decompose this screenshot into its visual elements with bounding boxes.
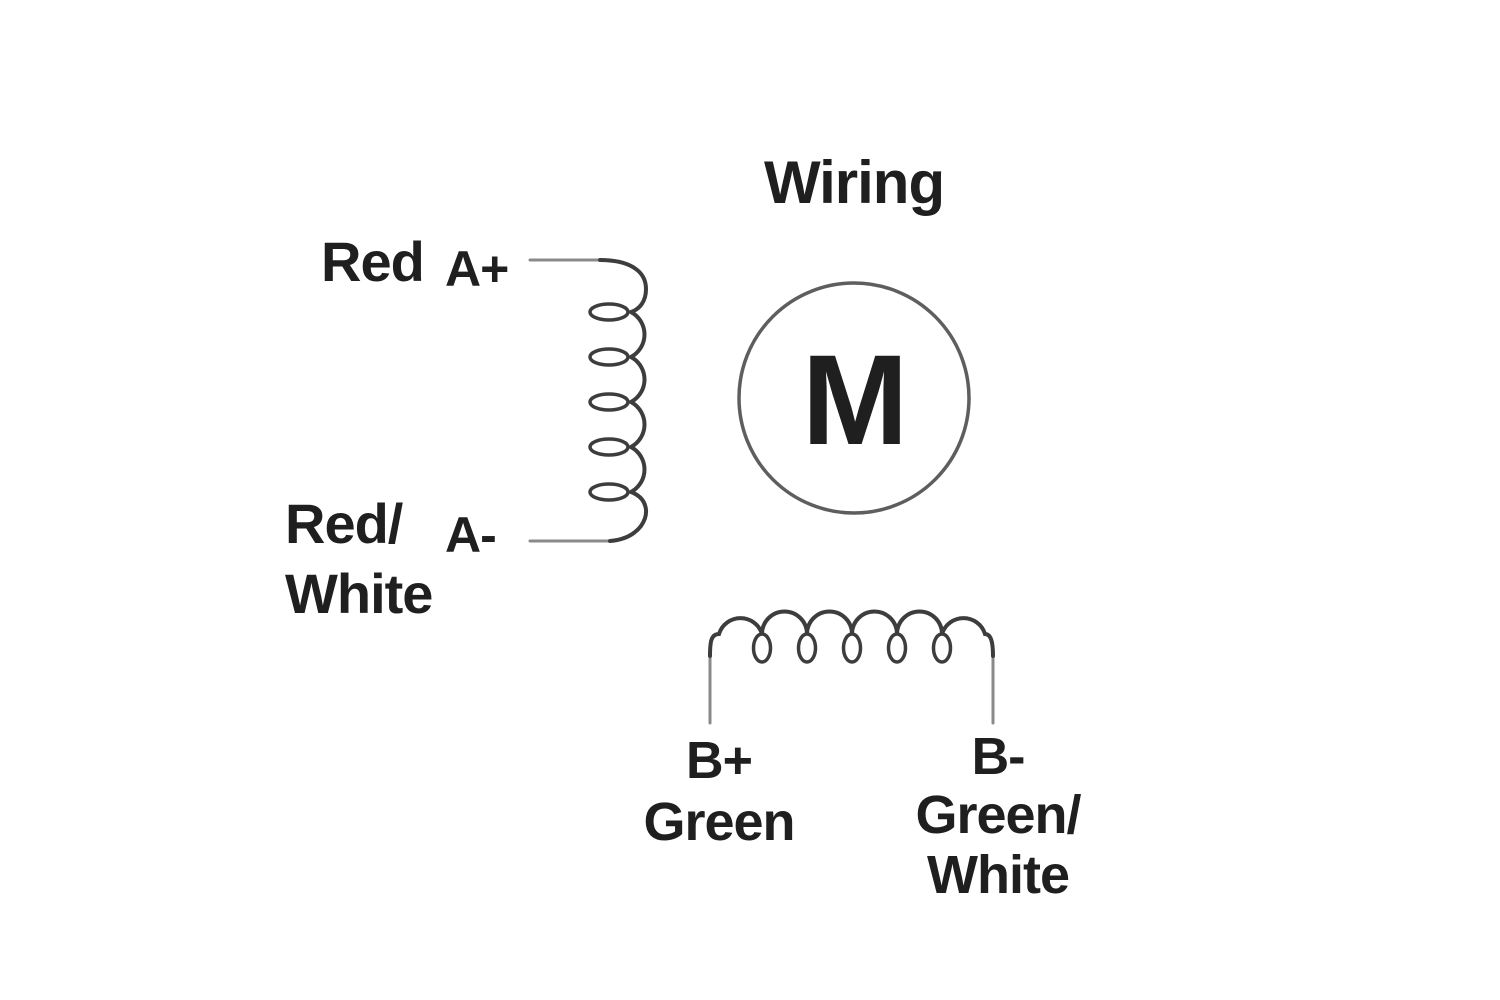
pin-label-b-minus: B- xyxy=(971,728,1026,786)
pin-label-a-plus: A+ xyxy=(445,241,509,297)
phase-a-coil xyxy=(528,258,649,543)
wire-color-label-a-plus: Red xyxy=(321,230,425,293)
wire-color-label-b-minus: Green/ White xyxy=(915,785,1081,905)
motor-letter: M xyxy=(802,329,907,472)
coil-b-loop xyxy=(751,632,773,664)
motor-circle xyxy=(737,281,971,515)
coil-a-loop xyxy=(588,347,630,367)
pin-label-a-minus: A- xyxy=(445,507,497,563)
phase-b-coil xyxy=(708,609,995,725)
motor-symbol: M xyxy=(737,281,971,515)
pin-label-b-plus: B+ xyxy=(686,732,753,790)
diagram-title: Wiring xyxy=(764,149,945,216)
coil-a-loop xyxy=(588,437,630,457)
terminal-label-b-plus: B+ Green xyxy=(628,731,810,853)
terminal-label-b-minus: B- Green/ White xyxy=(902,729,1094,905)
coil-b-loop xyxy=(841,632,863,664)
coil-a-loop xyxy=(588,392,630,412)
wire-color-label-a-minus: Red/ White xyxy=(285,492,433,625)
coil-a-winding xyxy=(598,258,649,543)
coil-b-loop xyxy=(931,632,953,664)
coil-a-loop xyxy=(588,302,630,322)
coil-a-loop xyxy=(588,482,630,502)
coil-b-loop xyxy=(886,632,908,664)
wire-color-label-b-plus: Green xyxy=(643,792,795,852)
coil-b-loop xyxy=(796,632,818,664)
